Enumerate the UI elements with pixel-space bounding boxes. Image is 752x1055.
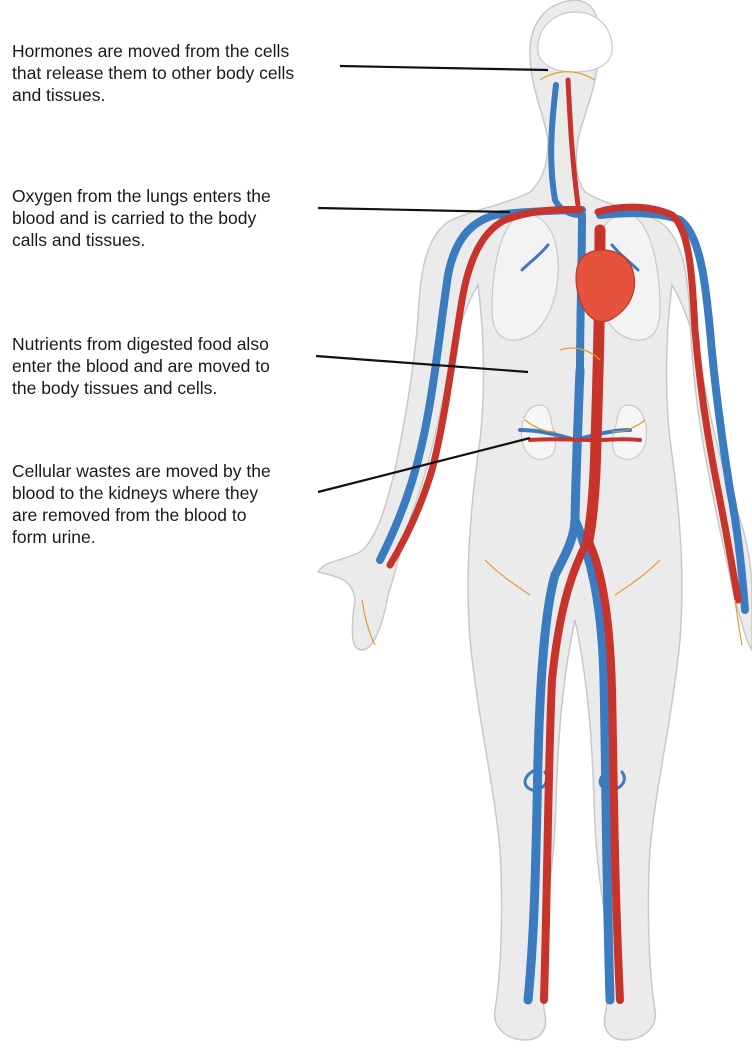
- caption-line: enter the blood and are moved to: [12, 355, 270, 377]
- caption-line: are removed from the blood to: [12, 504, 271, 526]
- caption-oxygen: Oxygen from the lungs enters the blood a…: [12, 185, 271, 251]
- caption-hormones: Hormones are moved from the cells that r…: [12, 40, 294, 106]
- caption-line: Hormones are moved from the cells: [12, 40, 294, 62]
- caption-line: and tissues.: [12, 84, 294, 106]
- leader-line-hormones: [340, 66, 548, 70]
- caption-line: calls and tissues.: [12, 229, 271, 251]
- caption-nutrients: Nutrients from digested food also enter …: [12, 333, 270, 399]
- caption-line: Nutrients from digested food also: [12, 333, 270, 355]
- caption-line: that release them to other body cells: [12, 62, 294, 84]
- caption-line: Oxygen from the lungs enters the: [12, 185, 271, 207]
- caption-line: Cellular wastes are moved by the: [12, 460, 271, 482]
- caption-wastes: Cellular wastes are moved by the blood t…: [12, 460, 271, 548]
- caption-line: form urine.: [12, 526, 271, 548]
- caption-line: blood to the kidneys where they: [12, 482, 271, 504]
- caption-line: blood and is carried to the body: [12, 207, 271, 229]
- caption-line: the body tissues and cells.: [12, 377, 270, 399]
